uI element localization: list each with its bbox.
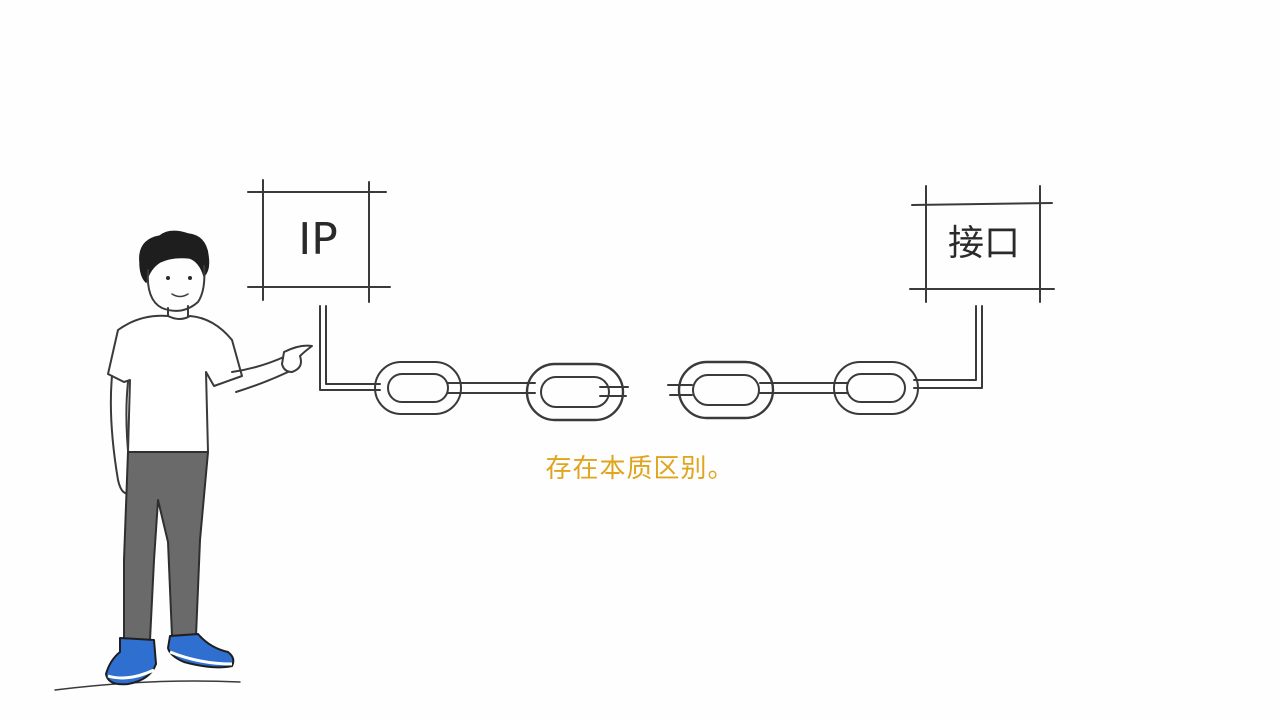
left-connector [319,305,381,391]
shirt [107,314,243,453]
interface-box: 接口 [909,185,1055,303]
pointing-hand [281,344,313,373]
ip-box: IP [247,179,391,303]
chain-link-icon [677,360,775,420]
hair [139,230,210,284]
right-connector [913,305,983,389]
left-chain [374,361,629,422]
person-figure-icon [54,230,313,691]
chain-link-icon [833,361,919,415]
pants [123,451,209,641]
interface-box-label: 接口 [948,223,1020,264]
caption-text: 存在本质区别。 [545,454,735,484]
right-shoe [167,633,235,669]
right-chain [667,360,919,420]
chain-link-icon [525,362,625,422]
head [146,265,206,312]
chain-link-icon [374,361,462,415]
ground-line [54,680,241,691]
ip-box-label: IP [298,214,338,265]
